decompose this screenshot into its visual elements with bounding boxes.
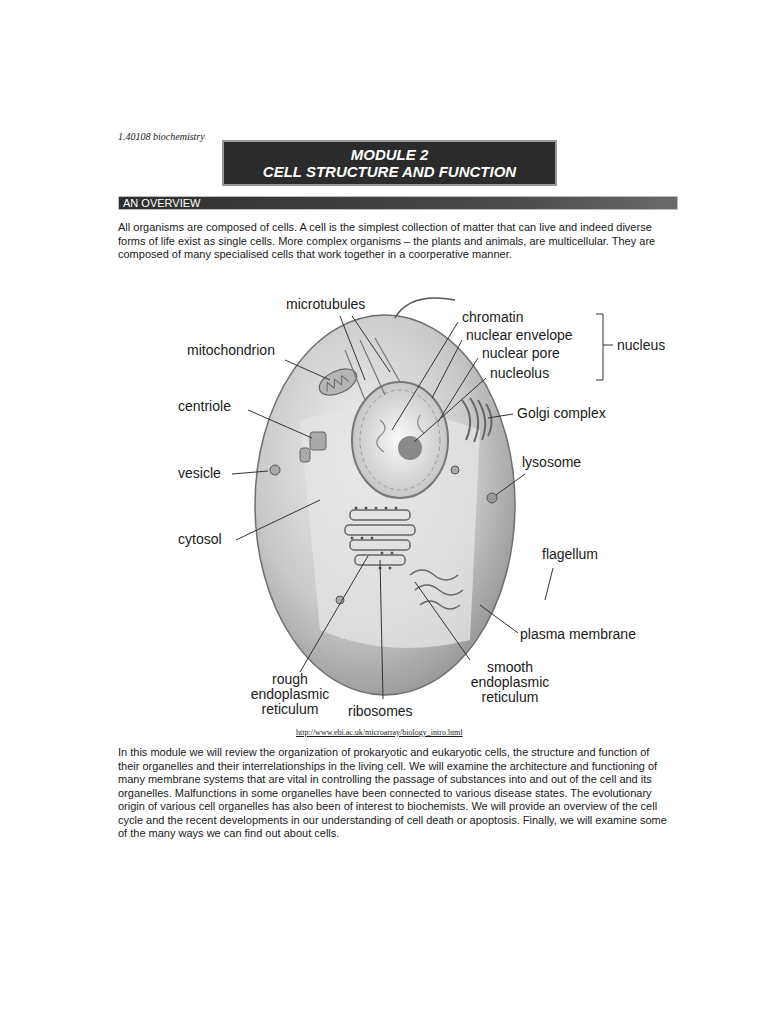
- flagellum-curve: [395, 298, 455, 318]
- microtubule-fibres: [345, 338, 400, 400]
- cristae: [324, 374, 349, 391]
- part-label: chromatin: [462, 309, 523, 325]
- part-label: plasma membrane: [520, 626, 636, 642]
- group-label: nucleus: [617, 337, 665, 353]
- part-label: vesicle: [178, 465, 221, 481]
- part-label: nuclear pore: [482, 345, 560, 361]
- part-label: flagellum: [542, 546, 598, 562]
- part-label: cytosol: [178, 531, 222, 547]
- mitochondrion-shape: [315, 364, 361, 401]
- band-text: MODULE 2: [230, 146, 549, 163]
- smooth-er: [410, 570, 463, 609]
- part-label: microtubules: [286, 296, 365, 312]
- band-text: CELL STRUCTURE AND FUNCTION: [230, 163, 549, 180]
- plasma-membrane-outline: [255, 315, 515, 695]
- chromatin-strands: [377, 415, 424, 452]
- nucleus-bracket: [596, 314, 613, 380]
- nuclear-pores: [360, 390, 440, 490]
- leader-lines: [232, 316, 553, 699]
- part-label: mitochondrion: [187, 342, 275, 358]
- part-label: Golgi complex: [517, 405, 606, 421]
- part-label: centriole: [178, 398, 231, 414]
- source-url: http://www.ebi.ac.uk/microarray/biology_…: [296, 728, 463, 737]
- lysosome-shape: [487, 493, 497, 503]
- vesicle-shape: [270, 465, 280, 475]
- body-paragraph: All organisms are composed of cells. A c…: [118, 221, 670, 262]
- header-note: 1.40108 biochemistry: [118, 131, 205, 142]
- part-label: rough endoplasmic reticulum: [242, 672, 338, 717]
- part-label: nuclear envelope: [466, 327, 573, 343]
- centriole-shape: [300, 448, 310, 462]
- centriole-shape: [310, 432, 326, 450]
- part-label: ribosomes: [348, 703, 413, 719]
- golgi-stack: [462, 398, 492, 442]
- part-label: lysosome: [522, 454, 581, 470]
- part-label: nucleolus: [490, 365, 549, 381]
- nucleus-shape: [352, 382, 448, 498]
- section-band: AN OVERVIEW: [118, 196, 678, 210]
- band-text: AN OVERVIEW: [123, 197, 673, 209]
- part-label: smooth endoplasmic reticulum: [462, 660, 558, 705]
- nucleolus-shape: [398, 436, 422, 460]
- rough-er: [345, 510, 415, 565]
- title-band: MODULE 2CELL STRUCTURE AND FUNCTION: [222, 140, 557, 186]
- vesicle-shape: [451, 466, 459, 474]
- ribosome-dots: [351, 507, 398, 570]
- body-paragraph: In this module we will review the organi…: [118, 746, 670, 841]
